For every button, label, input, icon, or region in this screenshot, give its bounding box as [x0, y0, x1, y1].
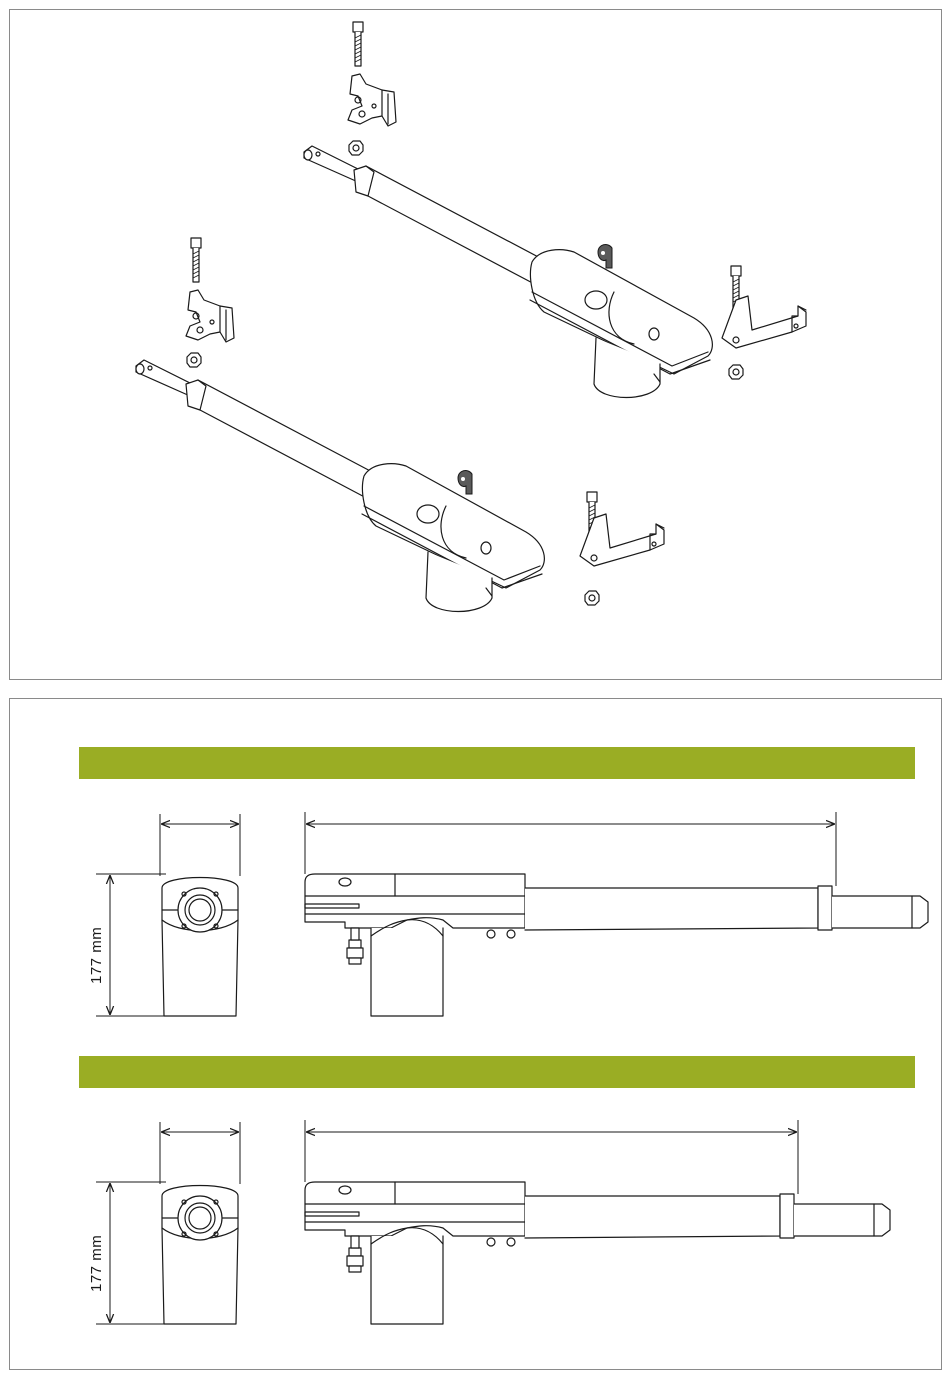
- nut-lower-rear: [585, 591, 599, 605]
- bolt-upper-front: [353, 22, 363, 66]
- nut-upper-front: [349, 141, 363, 155]
- header-band-1: [79, 747, 915, 779]
- bolt-lower-front: [191, 238, 201, 282]
- nut-upper-rear: [729, 365, 743, 379]
- nut-lower-front: [187, 353, 201, 367]
- exploded-view-drawing: [0, 0, 950, 690]
- clip-lower: [458, 471, 472, 494]
- bracket-lower-rear: [580, 514, 664, 566]
- dimension-drawings-panel: [9, 698, 942, 1370]
- bracket-upper-rear: [722, 296, 806, 348]
- bracket-lower-front: [186, 290, 234, 342]
- height-label-1: 177 mm: [88, 927, 105, 984]
- bracket-upper-front: [348, 74, 396, 126]
- height-label-2: 177 mm: [88, 1235, 105, 1292]
- actuator-lower: [136, 360, 544, 612]
- actuator-upper: [304, 146, 712, 398]
- clip-upper: [598, 245, 612, 268]
- header-band-2: [79, 1056, 915, 1088]
